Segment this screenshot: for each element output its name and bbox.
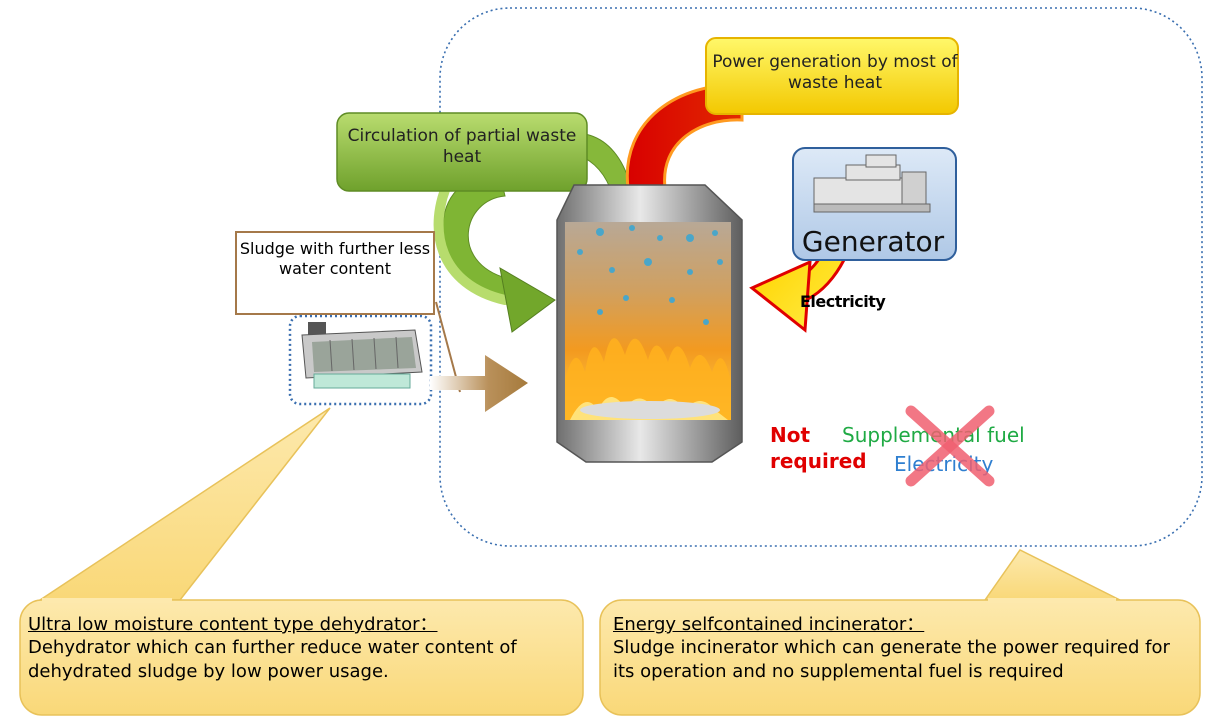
incinerator-callout: Energy selfcontained incinerator： Sludge… [613, 613, 1193, 683]
callout-left-bubble [19, 407, 584, 716]
power-generation-box [705, 37, 959, 115]
electricity-output-label: Electricity [800, 292, 886, 311]
dehydrator-icon [301, 322, 423, 389]
generator-label: Generator [801, 225, 945, 258]
dehydrator-callout: Ultra low moisture content type dehydrat… [28, 613, 568, 683]
circulation-box [336, 112, 588, 192]
incinerator-boundary [439, 7, 1203, 547]
dehydrator-callout-body: Dehydrator which can further reduce wate… [28, 637, 517, 682]
sludge-label: Sludge with further less water content [239, 239, 431, 278]
circulation-label: Circulation of partial waste heat [347, 126, 577, 168]
incinerator-callout-body: Sludge incinerator which can generate th… [613, 637, 1170, 682]
callout-right-bubble [599, 549, 1201, 716]
dehydrator-frame [288, 314, 433, 406]
sludge-box [235, 231, 435, 315]
feed-arrow [430, 355, 528, 412]
dehydrator-callout-title: Ultra low moisture content type dehydrat… [28, 614, 438, 635]
cross-mark-icon [905, 405, 995, 487]
power-generation-label: Power generation by most of waste heat [712, 52, 958, 94]
incinerator-callout-title: Energy selfcontained incinerator： [613, 614, 925, 635]
not-required-label: Not required [770, 423, 867, 473]
generator-icon [813, 154, 931, 213]
incinerator-tank [556, 184, 743, 463]
